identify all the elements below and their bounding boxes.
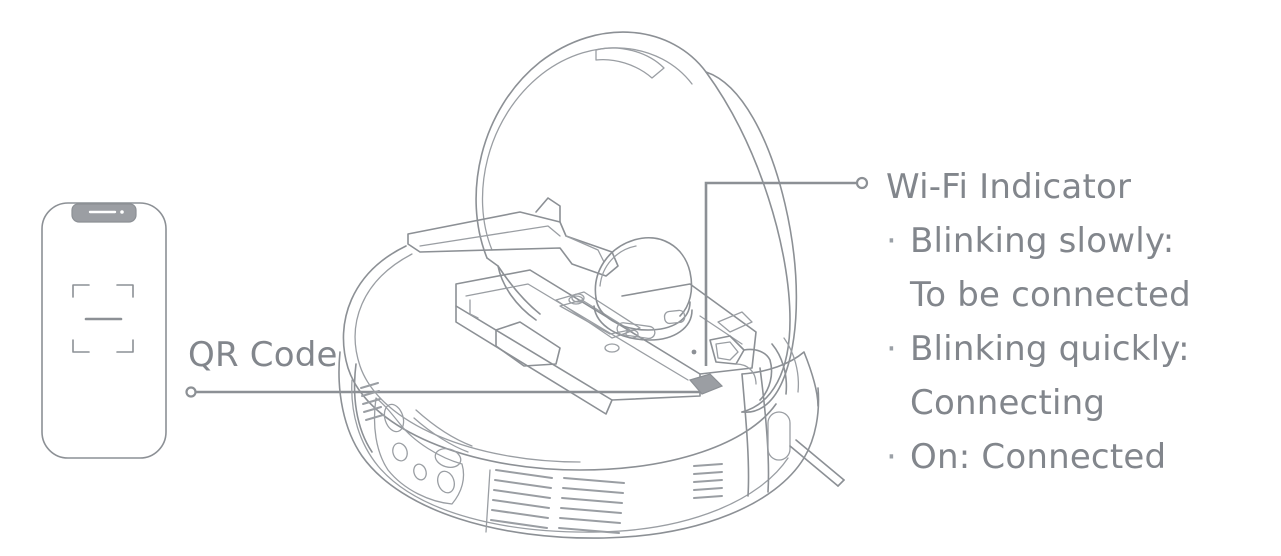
power-button-inner bbox=[715, 341, 739, 361]
phone-body bbox=[41, 202, 167, 459]
wifi-indicator-led bbox=[691, 335, 773, 401]
sensor-oval-2 bbox=[437, 470, 455, 494]
qr-callout-leader bbox=[185, 386, 700, 398]
button-bracket-inner bbox=[735, 363, 757, 385]
bin-front-face bbox=[455, 305, 613, 415]
left-vent-grille bbox=[360, 382, 384, 421]
wifi-bullet-3-text-1: On: Connected bbox=[910, 437, 1167, 477]
wifi-indicator-title: Wi-Fi Indicator bbox=[886, 167, 1132, 207]
scan-corner-bl bbox=[72, 339, 90, 353]
bullet-dot-3: · bbox=[886, 437, 898, 477]
button-bracket bbox=[743, 348, 773, 401]
hinge-arm-crease bbox=[419, 225, 561, 247]
wifi-bullet-2-line-2: Connecting bbox=[886, 376, 1191, 430]
turret-window-1 bbox=[616, 322, 656, 340]
wifi-bullet-1-text-1: Blinking slowly: bbox=[910, 221, 1175, 261]
qr-code-callout-label: QR Code bbox=[188, 335, 338, 375]
lidar-turret bbox=[568, 236, 693, 353]
hinge-arm-outline bbox=[407, 211, 619, 277]
side-panel-top bbox=[741, 351, 819, 407]
sensor-oval-3 bbox=[434, 447, 462, 469]
power-button bbox=[709, 335, 745, 365]
bullet-dot-2: · bbox=[886, 329, 898, 369]
body-bottom-inner bbox=[351, 379, 789, 533]
lid-outer-left bbox=[475, 31, 791, 413]
turret-dome bbox=[594, 236, 693, 317]
robot-lid bbox=[475, 31, 798, 413]
smartphone bbox=[41, 202, 167, 459]
deck-slot bbox=[717, 311, 753, 333]
bin-face-crease bbox=[465, 283, 689, 381]
qr-code-sticker bbox=[688, 373, 724, 395]
interior-deck bbox=[621, 283, 757, 375]
wifi-leader-line bbox=[704, 181, 856, 366]
sensor-bar-2 bbox=[415, 409, 473, 447]
sensor-oval-1 bbox=[383, 403, 405, 433]
wifi-bullet-1-line-1: · Blinking slowly: bbox=[886, 214, 1191, 268]
top-rim-outline bbox=[342, 245, 777, 471]
lid-fold-inner bbox=[497, 265, 537, 321]
inner-wall-right bbox=[771, 343, 788, 395]
lid-top-tab bbox=[595, 47, 665, 79]
scan-corner-tl bbox=[72, 284, 90, 298]
bin-handle bbox=[495, 321, 561, 367]
deck-hole-1 bbox=[568, 295, 584, 305]
bullet-dot-1: · bbox=[886, 221, 898, 261]
side-arm bbox=[789, 439, 845, 487]
wifi-bullet-3-line-1: · On: Connected bbox=[886, 430, 1191, 484]
right-small-vent bbox=[693, 463, 723, 499]
lid-outer-right bbox=[705, 71, 798, 413]
sensor-circle-1 bbox=[392, 442, 408, 462]
wifi-leader-endpoint bbox=[855, 176, 869, 190]
robot-vacuum bbox=[338, 31, 845, 539]
sensor-plate bbox=[373, 397, 465, 505]
side-air-vents bbox=[485, 463, 723, 534]
bumper-seam-left bbox=[353, 363, 373, 453]
wifi-bullet-2-text-2: Connecting bbox=[910, 383, 1106, 423]
wifi-callout-leader bbox=[704, 176, 869, 366]
arm-edge-a bbox=[789, 445, 839, 487]
hinge-arm-crease2 bbox=[565, 235, 605, 263]
qr-scan-frame bbox=[72, 284, 134, 353]
sensor-circle-2 bbox=[413, 463, 427, 481]
bin-slot-inner bbox=[559, 299, 631, 335]
side-panel-edge-b bbox=[759, 367, 770, 493]
qr-leader-endpoint bbox=[185, 386, 197, 398]
phone-camera-dot bbox=[120, 210, 124, 214]
sensor-bar bbox=[413, 417, 469, 453]
hinge-knuckle bbox=[535, 197, 561, 223]
wifi-bullet-2-line-1: · Blinking quickly: bbox=[886, 322, 1191, 376]
wifi-bullet-1-text-2: To be connected bbox=[910, 275, 1191, 315]
scan-corner-tr bbox=[116, 284, 134, 298]
scan-corner-br bbox=[116, 339, 134, 353]
side-panel-edge-a bbox=[741, 373, 750, 497]
lid-inner-edge bbox=[481, 47, 693, 251]
led-dot bbox=[691, 349, 697, 355]
turret-band-bottom bbox=[593, 305, 693, 341]
bin-notch bbox=[469, 299, 479, 319]
turret-window-2 bbox=[663, 309, 686, 325]
robot-top-rim bbox=[342, 245, 777, 471]
deck-face bbox=[621, 283, 757, 375]
front-sensor-array bbox=[373, 397, 473, 505]
wifi-bullet-1-line-2: To be connected bbox=[886, 268, 1191, 322]
arm-edge-b bbox=[795, 439, 845, 481]
deck-hole-2 bbox=[604, 343, 620, 353]
inner-wall-right-2 bbox=[783, 337, 800, 393]
wifi-indicator-callout: Wi-Fi Indicator · Blinking slowly: To be … bbox=[886, 160, 1191, 484]
turret-dome-highlight bbox=[599, 245, 637, 287]
dust-bin-panel bbox=[455, 269, 724, 415]
arm-tip bbox=[837, 479, 845, 487]
lid-hinge-arm bbox=[407, 197, 619, 277]
bin-screw-1 bbox=[571, 293, 585, 303]
vent-divider-left bbox=[485, 469, 491, 533]
side-sensor-window bbox=[767, 411, 791, 461]
top-rim-inner bbox=[354, 253, 581, 463]
wifi-bullet-2-text-1: Blinking quickly: bbox=[910, 329, 1190, 369]
